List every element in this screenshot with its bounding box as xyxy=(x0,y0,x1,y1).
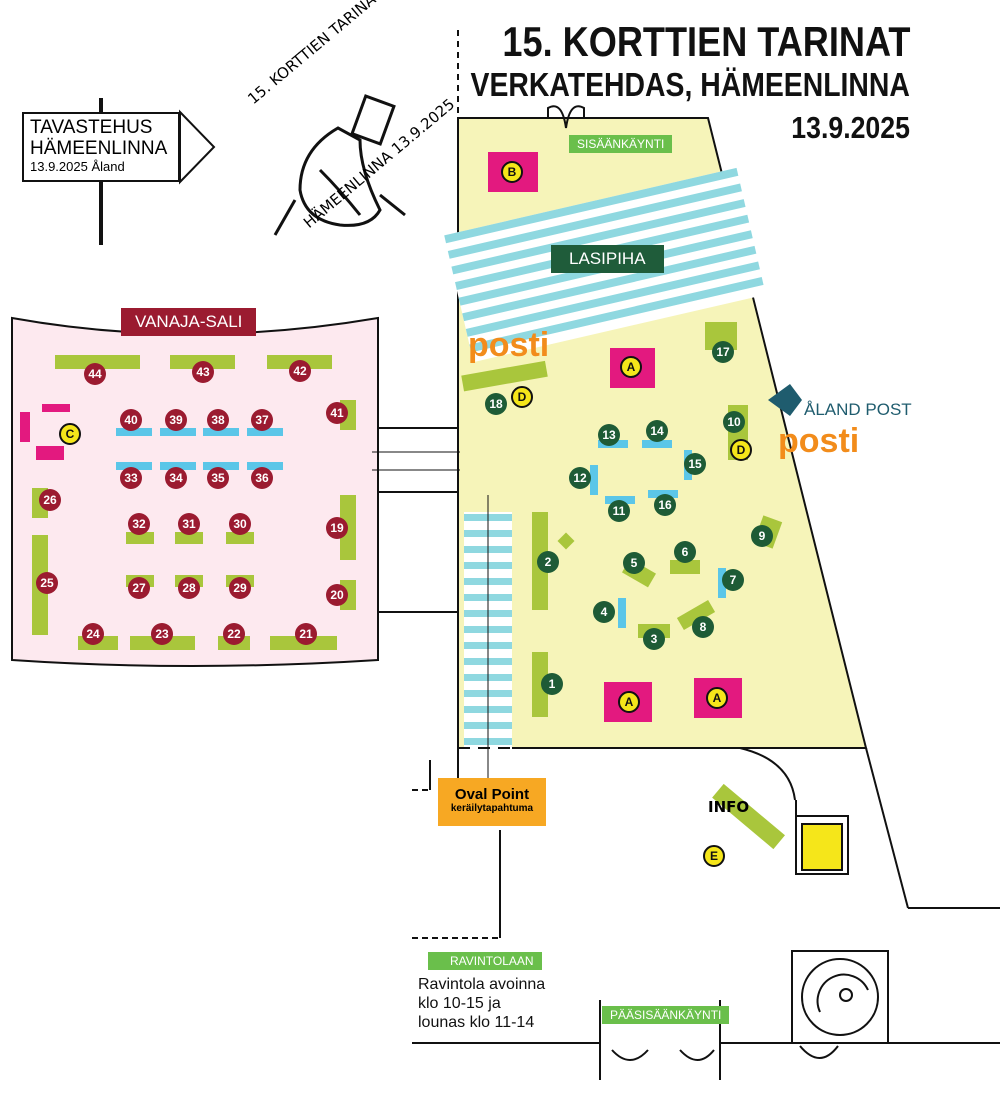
table-number-marker: 12 xyxy=(569,467,591,489)
table-number-marker: 13 xyxy=(598,424,620,446)
table-number-marker: 9 xyxy=(751,525,773,547)
table-number-marker: 17 xyxy=(712,341,734,363)
table-number-marker: 37 xyxy=(251,409,273,431)
sign-line-2: HÄMEENLINNA xyxy=(30,138,168,159)
table-number-marker: 7 xyxy=(722,569,744,591)
table-number-marker: 21 xyxy=(295,623,317,645)
letter-point-marker: A xyxy=(620,356,642,378)
letter-point-marker: A xyxy=(618,691,640,713)
postmark-bird xyxy=(273,94,406,236)
table-number-marker: 2 xyxy=(537,551,559,573)
oval-point-box: Oval Point keräilytapahtuma xyxy=(438,778,546,826)
event-title: 15. KORTTIEN TARINAT xyxy=(501,18,910,65)
table-number-marker: 42 xyxy=(289,360,311,382)
table-number-marker: 39 xyxy=(165,409,187,431)
main-entrance-label: PÄÄSISÄÄNKÄYNTI xyxy=(602,1006,730,1024)
sign-line-1: TAVASTEHUS xyxy=(30,117,153,138)
table-number-marker: 43 xyxy=(192,361,214,383)
table-number-marker: 11 xyxy=(608,500,630,522)
letter-point-marker: D xyxy=(730,439,752,461)
table-number-marker: 32 xyxy=(128,513,150,535)
posti-logo: posti xyxy=(468,326,550,364)
sign-line-3: 13.9.2025 Åland xyxy=(30,159,125,174)
restaurant-hours-line-2: klo 10-15 ja xyxy=(418,995,501,1012)
table-number-marker: 23 xyxy=(151,623,173,645)
table-number-marker: 26 xyxy=(39,489,61,511)
table-number-marker: 28 xyxy=(178,577,200,599)
signpost: TAVASTEHUS HÄMEENLINNA 13.9.2025 Åland xyxy=(22,112,180,182)
aland-post-logo-mark xyxy=(768,384,802,416)
table-number-marker: 29 xyxy=(229,577,251,599)
info-label: INFO xyxy=(708,798,750,816)
letter-point-marker: D xyxy=(511,386,533,408)
table-number-marker: 44 xyxy=(84,363,106,385)
table-number-marker: 27 xyxy=(128,577,150,599)
table-number-marker: 6 xyxy=(674,541,696,563)
oval-point-subtitle: keräilytapahtuma xyxy=(450,803,534,814)
table-number-marker: 24 xyxy=(82,623,104,645)
magenta-tables xyxy=(20,152,742,722)
table-number-marker: 34 xyxy=(165,467,187,489)
table-number-marker: 18 xyxy=(485,393,507,415)
table-number-marker: 15 xyxy=(684,453,706,475)
restaurant-hours-line-3: lounas klo 11-14 xyxy=(418,1014,535,1031)
table-number-marker: 14 xyxy=(646,420,668,442)
table-number-marker: 1 xyxy=(541,673,563,695)
table-number-marker: 30 xyxy=(229,513,251,535)
lasipiha-label: LASIPIHA xyxy=(551,245,664,273)
table-number-marker: 38 xyxy=(207,409,229,431)
table-number-marker: 25 xyxy=(36,572,58,594)
table-number-marker: 36 xyxy=(251,467,273,489)
table-number-marker: 20 xyxy=(326,584,348,606)
table-number-marker: 4 xyxy=(593,601,615,623)
table-number-marker: 33 xyxy=(120,467,142,489)
table-number-marker: 10 xyxy=(723,411,745,433)
posti-logo-2: posti xyxy=(778,422,860,460)
table-number-marker: 3 xyxy=(643,628,665,650)
letter-point-marker: E xyxy=(703,845,725,867)
restaurant-hours: Ravintola avoinna klo 10-15 ja lounas kl… xyxy=(418,975,545,1032)
vanaja-sali-label: VANAJA-SALI xyxy=(121,308,257,336)
table-number-marker: 41 xyxy=(326,402,348,424)
oval-point-name: Oval Point xyxy=(454,786,530,803)
event-venue: VERKATEHDAS, HÄMEENLINNA xyxy=(470,66,910,103)
table-number-marker: 16 xyxy=(654,494,676,516)
table-number-marker: 19 xyxy=(326,517,348,539)
table-number-marker: 8 xyxy=(692,616,714,638)
restaurant-sign: RAVINTOLAAN xyxy=(428,952,542,970)
table-number-marker: 40 xyxy=(120,409,142,431)
table-number-marker: 5 xyxy=(623,552,645,574)
restaurant-hours-line-1: Ravintola avoinna xyxy=(418,976,546,993)
entrance-label: SISÄÄNKÄYNTI xyxy=(569,135,673,153)
table-number-marker: 31 xyxy=(178,513,200,535)
table-number-marker: 22 xyxy=(223,623,245,645)
letter-point-marker: C xyxy=(59,423,81,445)
aland-post-logo: ÅLAND POST xyxy=(804,400,912,419)
letter-point-marker: A xyxy=(706,687,728,709)
letter-point-marker: B xyxy=(501,161,523,183)
table-number-marker: 35 xyxy=(207,467,229,489)
yellow-box xyxy=(801,823,843,871)
event-date: 13.9.2025 xyxy=(791,110,910,145)
